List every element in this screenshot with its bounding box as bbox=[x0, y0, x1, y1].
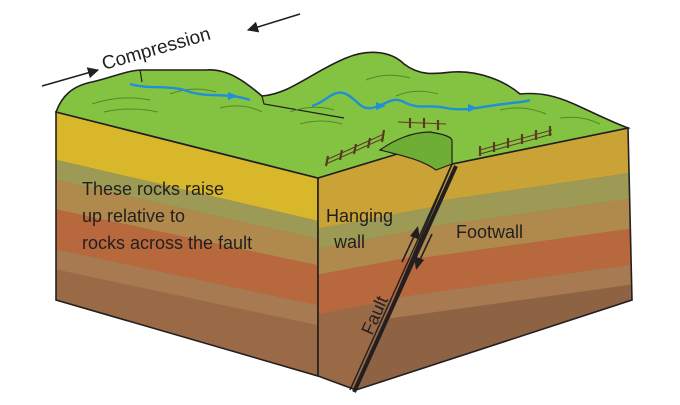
terrain-shading bbox=[91, 74, 601, 125]
fault-scarp bbox=[378, 131, 453, 171]
description-line-1: These rocks raise bbox=[82, 179, 224, 199]
layer-rust bbox=[56, 206, 318, 310]
compression-arrow-left bbox=[41, 67, 100, 87]
footwall-label: Footwall bbox=[456, 222, 523, 242]
river-flow-arrows bbox=[228, 92, 478, 112]
layer-sand bbox=[56, 176, 318, 270]
compression-label: Compression bbox=[100, 24, 213, 75]
compression-arrow-right bbox=[246, 13, 301, 33]
description-line-3: rocks across the fault bbox=[82, 233, 252, 253]
down-arrow-icon bbox=[414, 256, 424, 270]
fault-motion-arrows bbox=[401, 226, 433, 270]
up-arrow-icon bbox=[410, 226, 420, 240]
hanging-wall-label-line-1: Hanging bbox=[326, 206, 393, 226]
layer-olive bbox=[56, 156, 318, 244]
layer-brown-light bbox=[56, 246, 318, 330]
hanging-wall-label-line-2: wall bbox=[333, 232, 365, 252]
description-line-2: up relative to bbox=[82, 206, 185, 226]
land-surface bbox=[54, 51, 631, 179]
fault-line bbox=[352, 165, 458, 393]
